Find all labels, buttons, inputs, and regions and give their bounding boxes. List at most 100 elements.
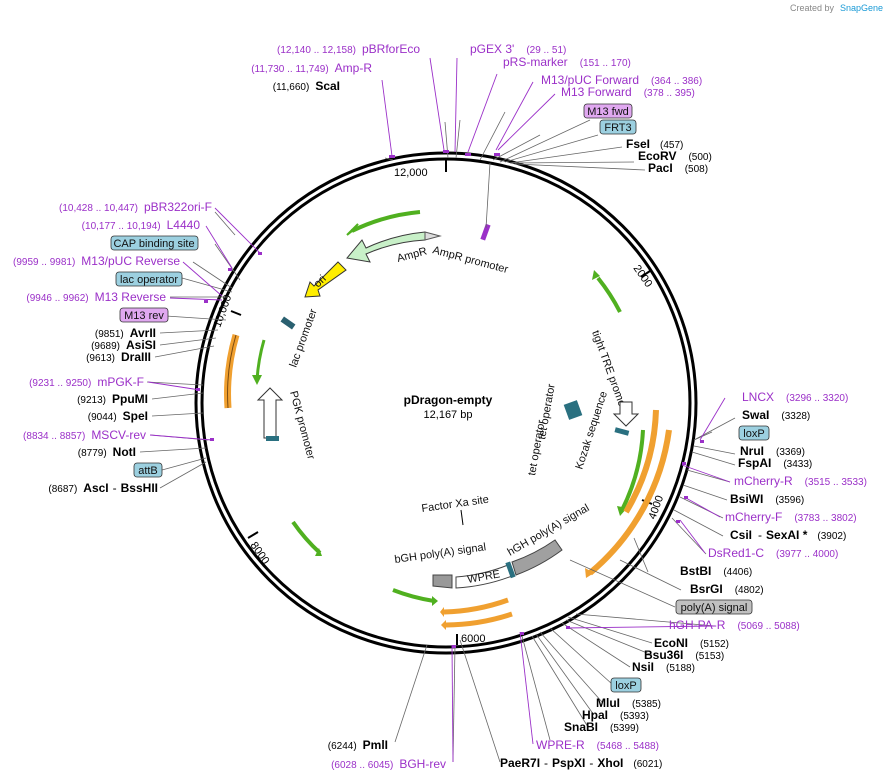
loxp-box-1[interactable] [738,425,770,441]
ampr-promoter-mark [480,223,491,241]
snapgene-logo: SnapGene [840,3,883,13]
tet-operator-mark [563,400,583,420]
primer-m13-forward: M13 Forward(378 .. 395) [561,85,695,99]
enzyme-bsrgi[interactable]: BsrGI(4802) [690,582,764,596]
m13-rev-label: M13 rev [124,310,164,322]
ampr-signal [424,231,442,241]
lac-promoter-label: lac promoter [288,307,320,369]
enzyme-hpai[interactable]: HpaI(5393) [582,708,649,722]
enzyme-econi[interactable]: EcoNI(5152) [654,636,729,650]
primer-mscv-rev: (8834 .. 8857)MSCV-rev [23,428,146,442]
primer-bgh-rev: (6028 .. 6045)BGH-rev [331,757,446,771]
enzyme-bsu36i[interactable]: Bsu36I(5153) [644,648,724,662]
polya-signal-box[interactable] [675,599,753,615]
kozak-label: Kozak sequence [573,390,610,471]
enzyme-swai[interactable]: SwaI(3328) [742,408,810,422]
tet-operator-label-2: tet operator [526,419,548,477]
primer-mpgk-f: (9231 .. 9250)mPGK-F [29,375,144,389]
enzyme-scai[interactable]: (11,660)ScaI [273,79,340,93]
bottom-orange-orf-2[interactable] [445,611,513,628]
lower-left-green-orf[interactable] [291,520,322,555]
m13-fwd-label: M13 fwd [587,106,629,118]
enzyme-noti[interactable]: (8779)NotI [78,445,136,459]
tick-label-6000: 6000 [461,633,485,645]
primer-prs-marker: pRS-marker(151 .. 170) [503,55,631,69]
loxp-label-2: loxP [615,680,636,692]
m13-rev-box[interactable] [119,307,169,323]
primer-pbrforeco: (12,140 .. 12,158)pBRforEco [277,42,420,56]
bottom-orange-orf-1[interactable] [443,597,509,615]
pgk-promoter-label: PGK promoter [287,390,317,461]
frt3-box[interactable] [599,119,637,135]
enzyme-bsiwi[interactable]: BsiWI(3596) [730,492,804,506]
enzyme-paci[interactable]: PacI(508) [648,161,708,175]
m13-fwd-box[interactable] [583,103,633,119]
primer-lncx: LNCX(3296 .. 3320) [742,390,848,404]
leader-lines [139,111,736,763]
cap-binding-site-box[interactable] [110,235,199,251]
attb-label: attB [138,465,158,477]
primer-marks [196,150,704,648]
primer-l4440: (10,177 .. 10,194)L4440 [82,218,201,232]
tick-label-8000: 8000 [248,540,272,567]
bottom-green-orf[interactable] [392,588,435,603]
primer-m13-puc-reverse: (9959 .. 9981)M13/pUC Reverse [13,254,180,268]
enzyme-asci-bsshii[interactable]: (8687)AscI-BssHII [48,481,158,495]
credit-prefix: Created by [790,3,835,13]
enzyme-fsei[interactable]: FseI(457) [626,137,683,151]
primer-leader-lines [147,57,731,763]
enzyme-fspai[interactable]: FspAI(3433) [738,456,812,470]
lac-promoter-mark [280,316,296,330]
plasmid-size: 12,167 bp [424,409,473,421]
enzyme-nsii[interactable]: NsiI(5188) [632,660,695,674]
enzyme-csii-sexai[interactable]: CsiI-SexAI *(3902) [730,528,846,542]
loxp-box-2[interactable] [610,677,642,693]
ori-feature[interactable] [304,261,347,298]
enzyme-ppumi[interactable]: (9213)PpuMI [77,392,148,406]
tick-label-2000: 2000 [631,263,655,290]
right-orange-orf-1[interactable] [623,409,659,514]
bgh-polya-feature[interactable] [432,574,453,589]
right-orange-orf-2[interactable] [588,429,672,576]
lac-operator-label: lac operator [120,274,178,286]
left-green-orf[interactable] [255,339,266,381]
right-green-orf-top[interactable] [596,276,622,313]
primer-amp-r: (11,730 .. 11,749)Amp-R [251,61,372,75]
enzyme-paer7i-pspxi-xhoi[interactable]: PaeR7I-PspXI-XhoI(6021) [500,756,662,770]
enzyme-bstbi[interactable]: BstBI(4406) [680,564,752,578]
enzyme-avrii[interactable]: (9851)AvrII [95,326,156,340]
bgh-label: bGH poly(A) signal [394,541,487,566]
pgk-promoter-arrow[interactable] [256,387,284,439]
enzyme-spei[interactable]: (9044)SpeI [88,409,148,423]
tre-promoter-arrow[interactable] [612,401,640,427]
right-green-orf[interactable] [620,429,645,511]
tick-2000 [640,270,651,278]
ampr-orf-arrow[interactable] [351,210,421,233]
primer-wpre-r: WPRE-R(5468 .. 5488) [536,738,659,752]
factor-xa-label: Factor Xa site [421,494,490,515]
primer-mcherry-r: mCherry-R(3515 .. 3533) [734,474,867,488]
primer-m13-puc-forward: M13/pUC Forward(364 .. 386) [541,73,702,87]
hgh-polya-feature[interactable] [511,539,563,576]
enzyme-nrui[interactable]: NruI(3369) [740,444,805,458]
enzyme-mlui[interactable]: MluI(5385) [596,696,661,710]
lac-operator-box[interactable] [115,271,183,287]
tick-label-12000: 12,000 [394,167,428,179]
primer-hgh-pa-r: hGH-PA-R(5069 .. 5088) [669,618,800,632]
enzyme-ecorv[interactable]: EcoRV(500) [638,149,712,163]
ampr-label: AmpR [396,245,429,265]
enzyme-draiii[interactable]: (9613)DraIII [86,350,151,364]
wpre-label: WPRE [466,568,501,586]
enzyme-asisi[interactable]: (9689)AsiSI [91,338,156,352]
enzyme-snabi[interactable]: SnaBI(5399) [564,720,639,734]
ampr-promoter-label: AmpR promoter [431,244,509,276]
primer-pgex-3: pGEX 3'(29 .. 51) [470,42,566,56]
cap-binding-site-label: CAP binding site [113,238,194,250]
pgk-mark [266,436,279,441]
enzyme-pmli[interactable]: (6244)PmlI [328,738,388,752]
ampr-feature[interactable] [346,231,426,263]
primer-m13-reverse: (9946 .. 9962)M13 Reverse [26,290,166,304]
attb-box[interactable] [133,462,163,478]
